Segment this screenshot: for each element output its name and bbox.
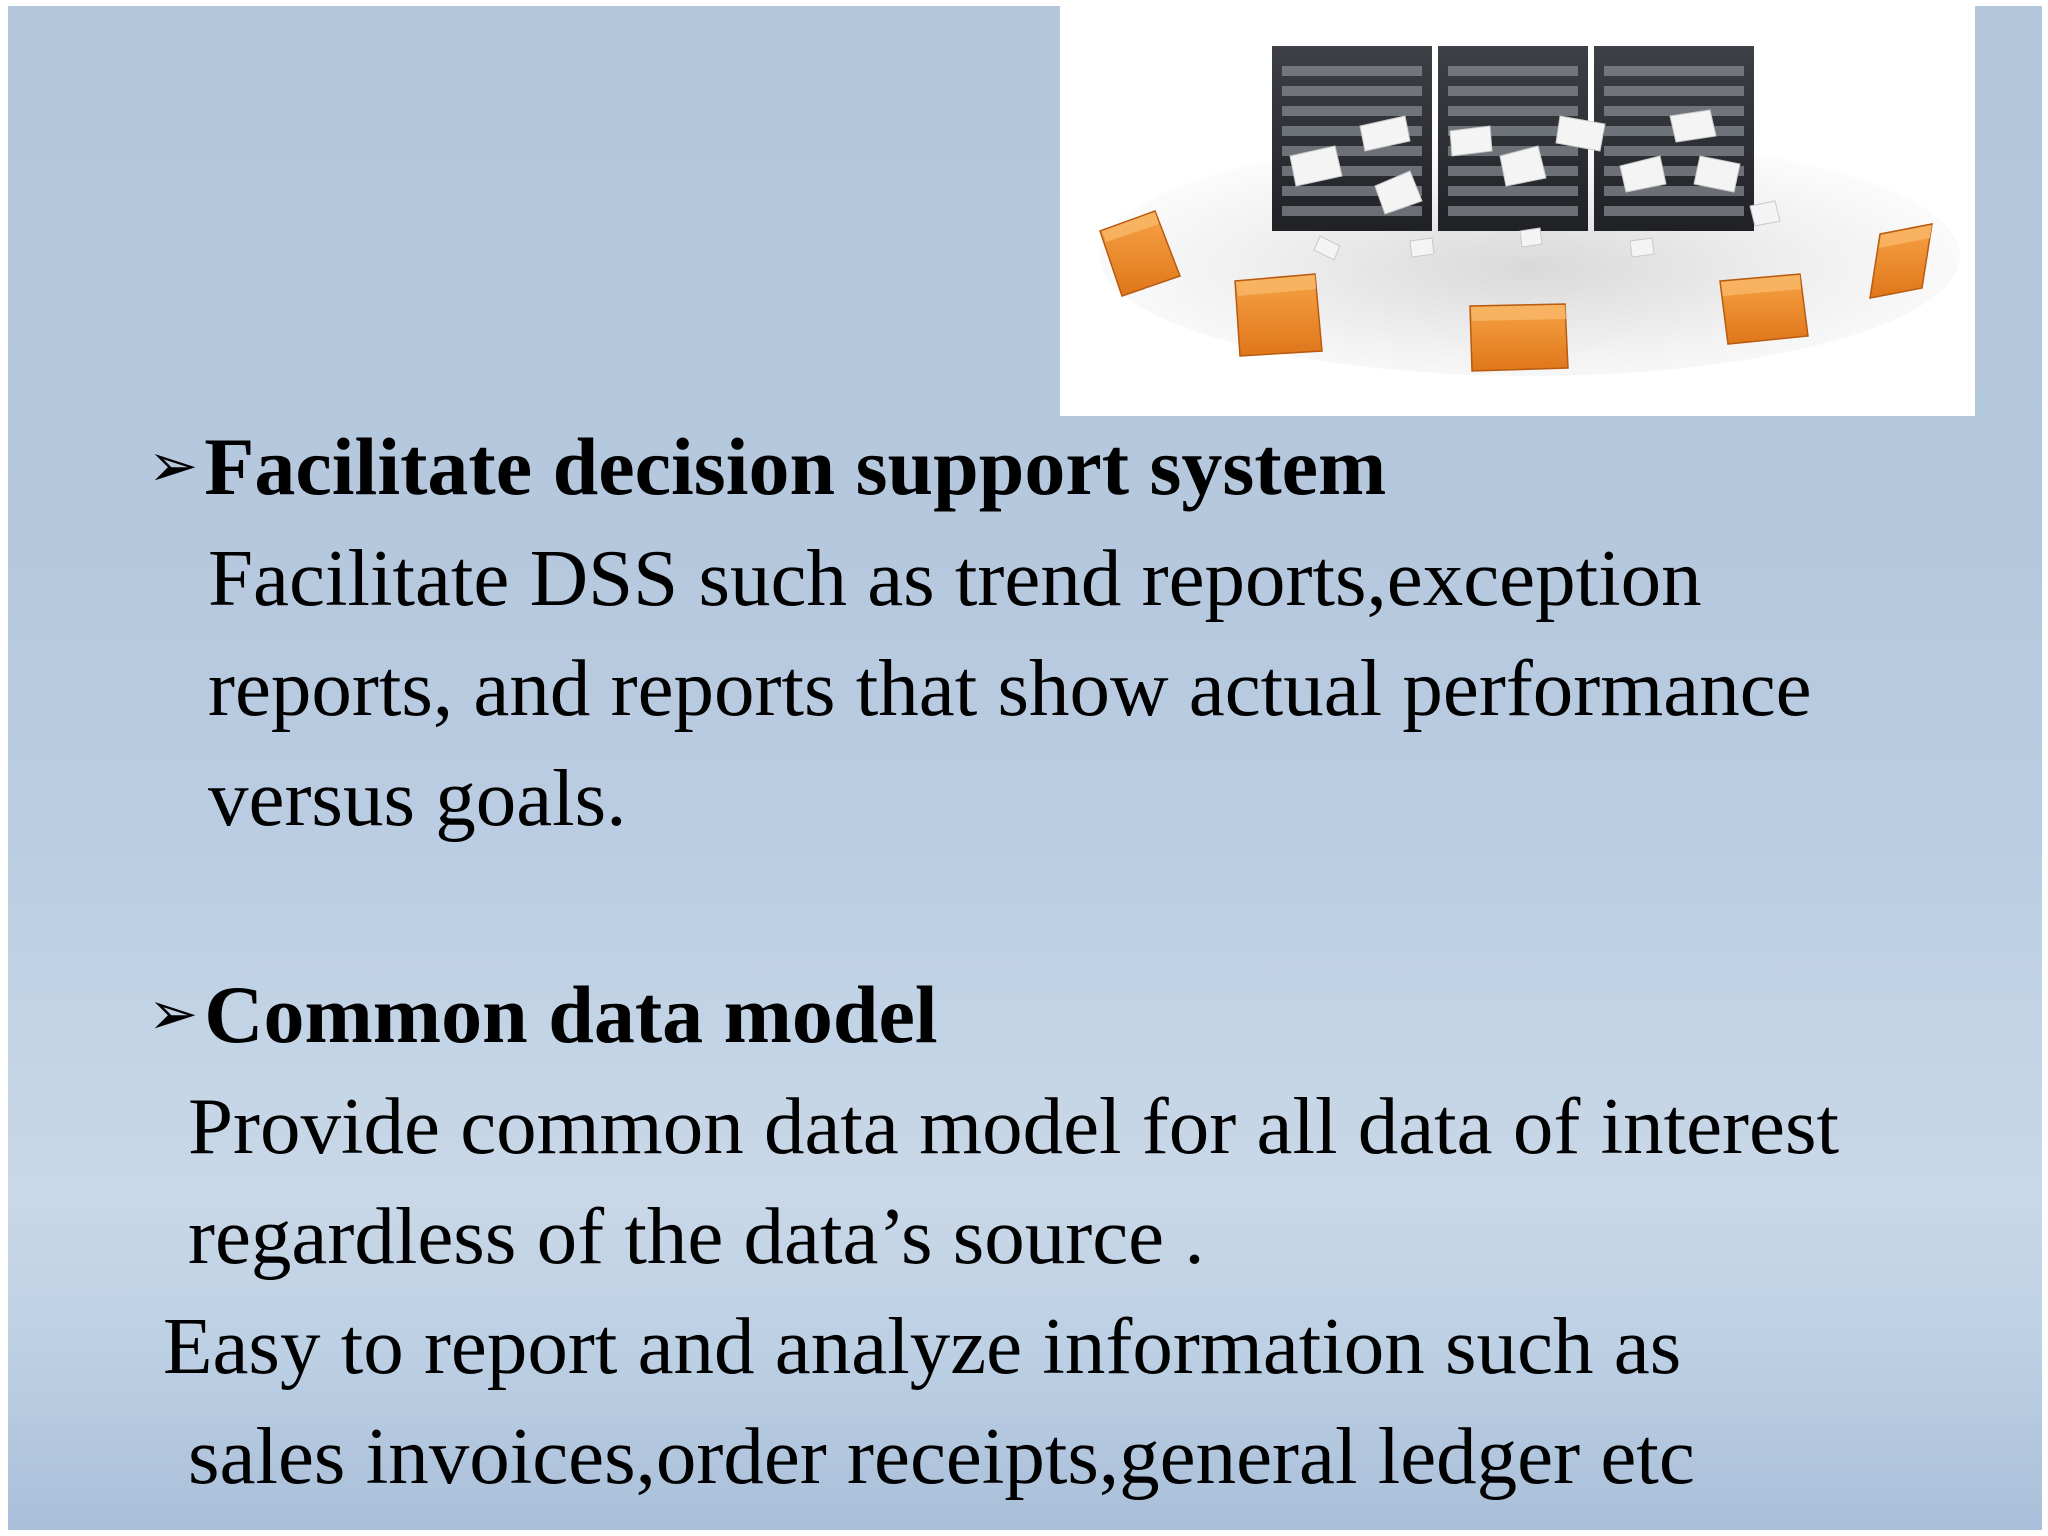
- heading-text: Common data model: [204, 969, 938, 1060]
- heading-text: Facilitate decision support system: [204, 421, 1387, 512]
- slide: ➢Facilitate decision support system Faci…: [8, 6, 2042, 1530]
- heading-decision-support: ➢Facilitate decision support system: [148, 426, 1386, 508]
- body-line: Easy to report and analyze information s…: [163, 1301, 1682, 1391]
- server-folders-image: [1060, 6, 1975, 416]
- body-line: Provide common data model for all data o…: [188, 1081, 1840, 1171]
- body-line: reports, and reports that show actual pe…: [208, 643, 1812, 733]
- bullet-arrow-icon: ➢: [148, 979, 199, 1049]
- body-line: versus goals.: [208, 753, 627, 843]
- body-line: sales invoices,order receipts,general le…: [188, 1411, 1695, 1501]
- heading-common-data-model: ➢Common data model: [148, 974, 938, 1056]
- bullet-arrow-icon: ➢: [148, 431, 199, 501]
- folder-icon: [1099, 210, 1933, 372]
- body-line: regardless of the data’s source .: [188, 1191, 1205, 1281]
- server-folders-illustration: [1060, 6, 1975, 416]
- body-line: Facilitate DSS such as trend reports,exc…: [208, 533, 1702, 623]
- paper-icon: [1289, 109, 1781, 261]
